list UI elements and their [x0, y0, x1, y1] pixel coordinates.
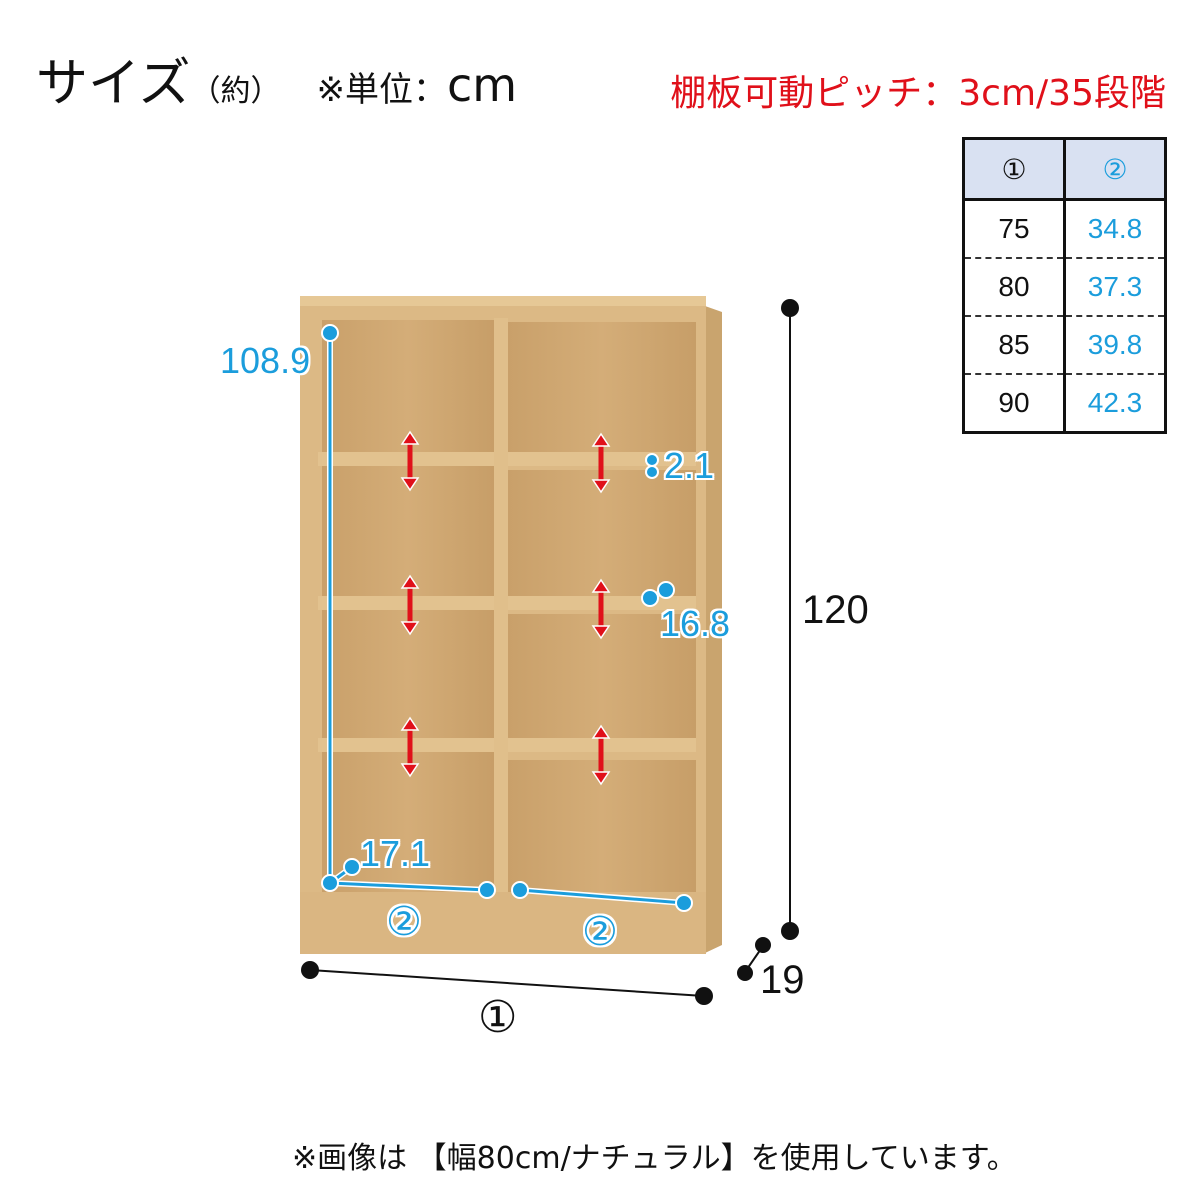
shelf-adjust-arrows	[407, 440, 604, 778]
center-divider	[494, 318, 508, 908]
table-row: 85 39.8	[963, 315, 1166, 374]
size-table: ① ② 75 34.8 80 37.3 85 39.8 90 42.3	[962, 137, 1167, 434]
width-marker: ①	[478, 993, 518, 1042]
cell-width: 75	[963, 199, 1066, 258]
approx-label: （約）	[190, 74, 281, 109]
inner-height-label: 108.9	[220, 340, 311, 381]
page-title: サイズ（約）※単位：cm	[36, 58, 517, 110]
table-header-row: ① ②	[963, 138, 1166, 201]
cell-inner: 42.3	[1064, 373, 1166, 433]
dimension-points	[321, 324, 693, 912]
cell-inner: 37.3	[1064, 257, 1166, 316]
table-row: 80 37.3	[963, 257, 1166, 316]
table-row: 75 34.8	[963, 199, 1166, 258]
unit-value: cm	[446, 58, 518, 112]
cell-width: 85	[963, 315, 1066, 374]
shelf-thickness-label: 2.1	[664, 445, 715, 486]
shelf-pitch-note: 棚板可動ピッチ：3cm/35段階	[670, 73, 1166, 114]
unit-label: ※単位：	[316, 70, 447, 110]
shelf-depth-label: 16.8	[660, 603, 731, 644]
compartment	[508, 322, 696, 454]
total-depth-label: 19	[760, 958, 805, 1002]
image-note: ※画像は 【幅80cm/ナチュラル】を使用しています。	[292, 1141, 1017, 1176]
total-height-label: 120	[802, 588, 869, 632]
column-header-inner: ②	[1064, 138, 1166, 201]
cell-width: 80	[963, 257, 1066, 316]
cell-inner: 34.8	[1087, 213, 1143, 244]
title-text: サイズ	[36, 54, 191, 114]
inner-width-marker-left: ②	[386, 900, 422, 944]
compartment	[508, 760, 696, 906]
compartment	[322, 320, 494, 452]
side-panel	[705, 306, 722, 953]
column-header-width: ①	[963, 138, 1066, 201]
cell-inner: 39.8	[1064, 315, 1166, 374]
inner-depth-label: 17.1	[360, 833, 431, 874]
outer-dimension-points	[301, 299, 799, 1005]
table-row: 90 42.3	[963, 373, 1166, 433]
cell-width: 90	[963, 373, 1066, 433]
inner-width-marker-right: ②	[582, 910, 618, 954]
